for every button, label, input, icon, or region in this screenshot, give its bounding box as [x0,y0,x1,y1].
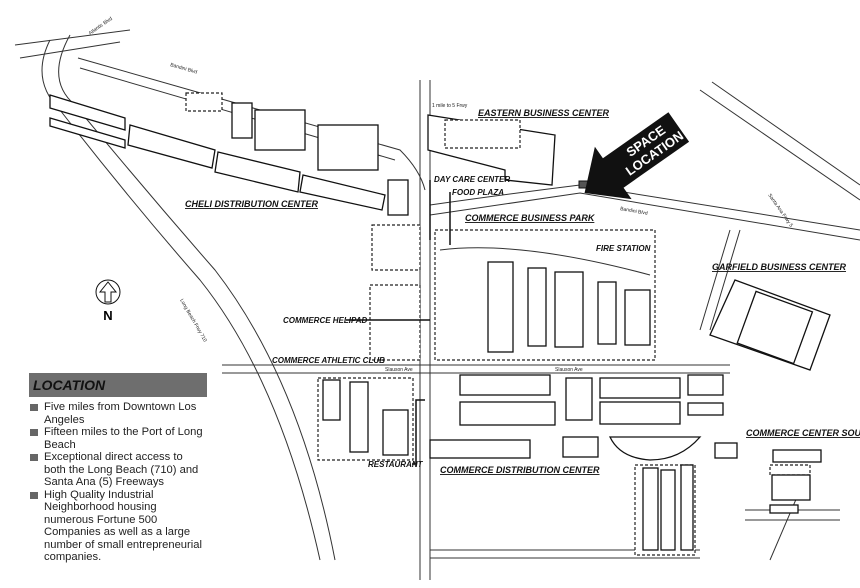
location-item: Fifteen miles to the Port of Long Beach [29,426,207,451]
street-slauson-east: Slauson Ave [555,367,583,373]
location-item: High Quality Industrial Neighborhood hou… [29,489,207,564]
label-food-plaza: FOOD PLAZA [452,188,504,197]
label-commerce-helipad: COMMERCE HELIPAD [283,316,368,325]
label-cheli-distribution-center: CHELI DISTRIBUTION CENTER [185,199,319,209]
street-long-beach-frwy: Long Beach Frwy 710 [178,298,208,343]
label-commerce-business-park: COMMERCE BUSINESS PARK [465,213,596,223]
label-restaurant: RESTAURANT [368,460,424,469]
label-commerce-distribution-center: COMMERCE DISTRIBUTION CENTER [440,465,600,475]
north-label: N [103,308,112,323]
label-fire-station: FIRE STATION [596,244,651,253]
street-bandini-east: Bandini Blvd [620,206,649,217]
restaurant-leader [412,399,425,465]
label-commerce-athletic-club: COMMERCE ATHLETIC CLUB [272,356,385,365]
label-day-care-center: DAY CARE CENTER [434,175,510,184]
street-santa-ana-frwy: Santa Ana Frwy 5 [766,193,794,229]
location-list: Five miles from Downtown Los Angeles Fif… [29,401,207,564]
location-panel: LOCATION Five miles from Downtown Los An… [29,373,207,564]
label-commerce-center-south: COMMERCE CENTER SOUTH [746,428,860,438]
cheli-buildings [49,92,409,216]
label-eastern-business-center: EASTERN BUSINESS CENTER [478,108,610,118]
landmark-leader-lines [429,180,451,245]
center-south-buildings [769,449,822,514]
garfield-buildings [709,279,831,371]
business-park-buildings [369,224,656,361]
location-title: LOCATION [29,373,207,397]
street-bandini-west: Bandini Blvd [169,62,198,75]
location-item: Exceptional direct access to both the Lo… [29,451,207,489]
distribution-buildings [317,374,738,556]
north-arrow: N [95,279,121,323]
eastern-buildings [427,114,556,186]
street-slauson-west: Slauson Ave [385,367,413,373]
location-item: Five miles from Downtown Los Angeles [29,401,207,426]
to-5-frwy-note: 1 mile to 5 Frwy [432,103,468,109]
label-garfield-business-center: GARFIELD BUSINESS CENTER [712,262,847,272]
